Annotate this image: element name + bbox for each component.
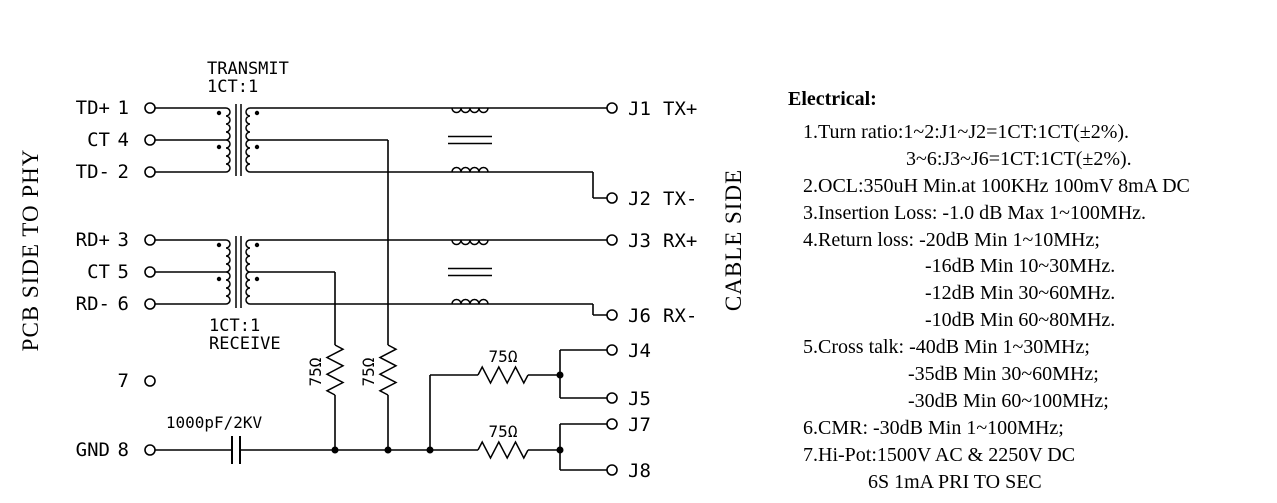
pin-j7-terminal: [606, 418, 618, 430]
spec-line-hipot-2: 6S 1mA PRI TO SEC: [868, 470, 1042, 493]
tx-secondary-winding: [245, 107, 251, 173]
pin-label-ct2: CT: [87, 261, 110, 283]
pcb-side-label: PCB SIDE TO PHY: [18, 149, 43, 352]
cable-side-label: CABLE SIDE: [721, 169, 746, 311]
spec-line-turn-ratio: 1.Turn ratio:1~2:J1~J2=1CT:1CT(±2%).: [803, 120, 1130, 143]
pin-number-5: 5: [118, 261, 129, 283]
capacitor-value-label: 1000pF/2KV: [166, 413, 263, 432]
resistor-horizontal-top: [477, 365, 529, 385]
pin-label-j1: J1: [628, 98, 651, 120]
spec-line-return-loss-3: -12dB Min 30~60MHz.: [925, 282, 1116, 305]
tx-phase-dots: [216, 110, 260, 150]
resistor-value-vertical-right: 75Ω: [359, 357, 378, 386]
pin-signal-txp: TX+: [663, 98, 697, 120]
pin-number-8: 8: [118, 439, 129, 461]
pin-label-j2: J2: [628, 188, 651, 210]
resistor-value-horizontal-bottom: 75Ω: [489, 422, 518, 441]
spec-line-hipot: 7.Hi-Pot:1500V AC & 2250V DC: [803, 443, 1076, 466]
pin-number-4: 4: [118, 129, 129, 151]
electrical-spec-block: Electrical: 1.Turn ratio:1~2:J1~J2=1CT:1…: [788, 86, 1268, 496]
pin-number-1: 1: [118, 97, 129, 119]
pin-j3-terminal: [606, 234, 618, 246]
spec-line-cross-talk-3: -30dB Min 60~100MHz;: [908, 389, 1109, 412]
pin-8-terminal: [144, 444, 156, 456]
pin-label-j5: J5: [628, 388, 651, 410]
pin-signal-txm: TX-: [663, 188, 697, 210]
pin-7-terminal: [144, 375, 156, 387]
tx-common-mode-choke: [448, 107, 492, 173]
spec-line-ocl: 2.OCL:350uH Min.at 100KHz 100mV 8mA DC: [803, 174, 1190, 197]
pin-6-terminal: [144, 298, 156, 310]
resistors: [325, 344, 529, 460]
pin-number-6: 6: [118, 293, 129, 315]
pin-label-j4: J4: [628, 340, 651, 362]
pin-signal-rxp: RX+: [663, 230, 697, 252]
pin-j8-terminal: [606, 464, 618, 476]
spec-line-return-loss-2: -16dB Min 10~30MHz.: [925, 255, 1116, 278]
transmit-transformer: [225, 104, 251, 176]
spec-line-return-loss-4: -10dB Min 60~80MHz.: [925, 309, 1116, 332]
transmit-label-line1: TRANSMIT: [207, 59, 289, 79]
pin-number-7: 7: [118, 370, 129, 392]
pin-number-3: 3: [118, 229, 129, 251]
pin-j5-terminal: [606, 392, 618, 404]
pin-label-gnd: GND: [76, 439, 110, 461]
rx-secondary-winding: [245, 239, 251, 305]
pin-label-j7: J7: [628, 414, 651, 436]
resistor-value-horizontal-top: 75Ω: [489, 347, 518, 366]
pin-terminals: [144, 102, 618, 476]
spec-line-cross-talk-2: -35dB Min 30~60MHz;: [908, 363, 1099, 386]
pin-number-2: 2: [118, 161, 129, 183]
receive-label-line1: 1CT:1: [209, 316, 260, 336]
pin-label-ct1: CT: [87, 129, 110, 151]
pin-5-terminal: [144, 266, 156, 278]
pin-label-j8: J8: [628, 460, 651, 482]
receive-label-line2: RECEIVE: [209, 334, 281, 354]
spec-line-cross-talk: 5.Cross talk: -40dB Min 1~30MHz;: [803, 336, 1090, 359]
circuit-wires: [150, 107, 612, 471]
pin-2-terminal: [144, 166, 156, 178]
pin-label-rdp: RD+: [76, 229, 110, 251]
pin-1-terminal: [144, 102, 156, 114]
pin-j2-terminal: [606, 192, 618, 204]
pin-signal-rxm: RX-: [663, 305, 697, 327]
junction-dots: [331, 371, 564, 454]
pin-j1-terminal: [606, 102, 618, 114]
pin-4-terminal: [144, 134, 156, 146]
rx-phase-dots: [216, 242, 260, 282]
pin-label-rdm: RD-: [76, 293, 110, 315]
resistor-horizontal-bottom: [477, 440, 529, 460]
pin-j6-terminal: [606, 309, 618, 321]
rx-common-mode-choke: [448, 239, 492, 305]
resistor-value-vertical-left: 75Ω: [306, 357, 325, 386]
transmit-label-line2: 1CT:1: [207, 77, 258, 97]
pin-3-terminal: [144, 234, 156, 246]
resistor-vertical-right: [378, 344, 398, 396]
pin-label-j3: J3: [628, 230, 651, 252]
pin-label-tdm: TD-: [76, 161, 110, 183]
spec-line-cmr: 6.CMR: -30dB Min 1~100MHz;: [803, 416, 1064, 439]
tx-primary-winding: [225, 107, 231, 173]
pin-label-tdp: TD+: [76, 97, 110, 119]
resistor-vertical-left: [325, 344, 345, 396]
hv-capacitor: [231, 436, 241, 464]
pin-j4-terminal: [606, 344, 618, 356]
spec-line-insertion-loss: 3.Insertion Loss: -1.0 dB Max 1~100MHz.: [803, 201, 1147, 224]
spec-line-turn-ratio-2: 3~6:J3~J6=1CT:1CT(±2%).: [906, 147, 1132, 170]
circuit-schematic: PCB SIDE TO PHY CABLE SIDE TRANSMIT 1CT:…: [18, 59, 746, 482]
rx-primary-winding: [225, 239, 231, 305]
receive-transformer: [225, 236, 251, 308]
pin-label-j6: J6: [628, 305, 651, 327]
spec-line-return-loss: 4.Return loss: -20dB Min 1~10MHz;: [803, 228, 1100, 251]
electrical-title: Electrical:: [788, 88, 877, 110]
